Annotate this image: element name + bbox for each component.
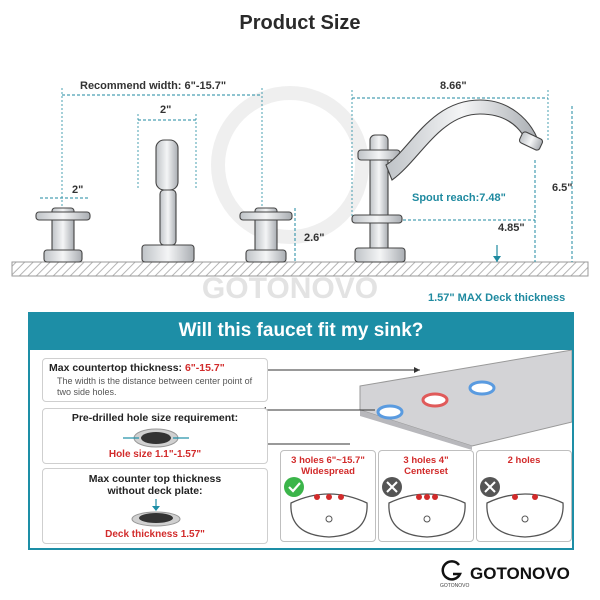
handle-height-label: 2.6" xyxy=(304,232,325,244)
check-icon xyxy=(284,477,304,497)
page-title: Product Size xyxy=(239,12,361,34)
deck-thickness-card: Max counter top thickness without deck p… xyxy=(42,468,268,544)
countertop xyxy=(11,261,589,277)
countertop-value: 6"-15.7" xyxy=(184,362,225,374)
hole-icon xyxy=(123,428,189,448)
left-handle xyxy=(35,207,91,263)
countertop-thickness-card: Max countertop thickness: 6"-15.7" The w… xyxy=(42,358,268,402)
fit-question-banner: Will this faucet fit my sink? xyxy=(28,312,574,350)
spout-width-label: 2" xyxy=(160,104,172,116)
deck-label: Max counter top thickness without deck p… xyxy=(88,473,222,497)
sink-option-centerset: 3 holes 4"Centerset xyxy=(378,450,474,542)
side-spout xyxy=(351,99,544,263)
right-handle xyxy=(239,207,293,263)
brand-name: GOTONOVO xyxy=(470,564,570,583)
total-height-label: 6.5" xyxy=(552,182,573,194)
hole-size-value: Hole size 1.1"-1.57" xyxy=(108,449,202,460)
center-hole xyxy=(421,392,449,408)
deck-value: Deck thickness 1.57" xyxy=(105,529,205,540)
spout-reach-label: Spout reach:7.48" xyxy=(412,192,506,204)
deck-icon xyxy=(131,499,181,527)
hole-size-card: Pre-drilled hole size requirement: Hole … xyxy=(42,408,268,464)
total-width-label: 8.66" xyxy=(440,80,467,92)
watermark-text: GOTONOVO xyxy=(202,272,378,305)
hole-size-label: Pre-drilled hole size requirement: xyxy=(71,412,239,424)
right-hole xyxy=(468,380,496,396)
countertop-label: Max countertop thickness: xyxy=(49,362,185,374)
watermark-logo xyxy=(211,86,369,244)
fit-panel: Max countertop thickness: 6"-15.7" The w… xyxy=(28,350,574,550)
sink-option-line2: Widespread xyxy=(301,466,355,477)
spout-height-label: 4.85" xyxy=(498,222,525,234)
sink-option-line1: 2 holes xyxy=(507,455,541,466)
sink-countertop-illustration xyxy=(260,350,572,450)
countertop-description: The width is the distance between center… xyxy=(57,376,253,397)
left-hole xyxy=(376,404,404,420)
recommend-width-label: Recommend width: 6"-15.7" xyxy=(80,80,227,92)
sink-option-two-holes: 2 holes xyxy=(476,450,572,542)
front-spout xyxy=(141,139,195,263)
faucet-dimension-diagram: GOTONOVO xyxy=(11,86,589,305)
sink-option-line1: 3 holes 6"~15.7" xyxy=(291,455,365,466)
brand-logo-icon xyxy=(441,560,462,581)
handle-width-label: 2" xyxy=(72,184,84,196)
sink-option-line1: 3 holes 4" xyxy=(403,455,449,466)
sink-option-line2: Centerset xyxy=(404,466,448,477)
brand-logo-caption: GOTONOVO xyxy=(440,583,470,589)
sink-option-widespread: 3 holes 6"~15.7"Widespread xyxy=(280,450,376,542)
deck-thickness-label: 1.57" MAX Deck thickness xyxy=(428,292,566,304)
